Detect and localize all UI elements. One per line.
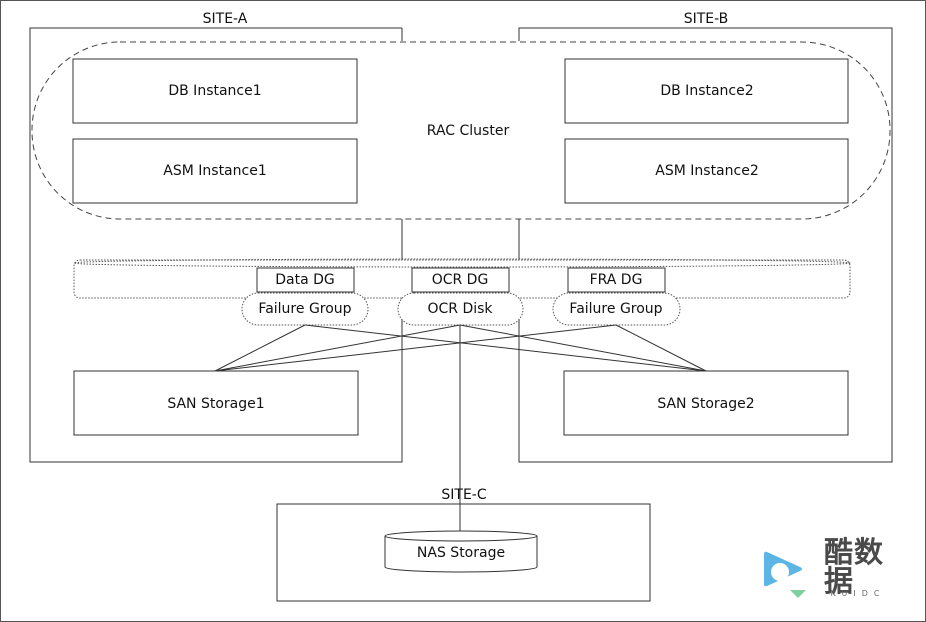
fra-dg-box	[567, 267, 666, 293]
rac-cluster-label: RAC Cluster	[426, 123, 510, 139]
asm-instance1-box	[72, 138, 358, 204]
site-a-box	[29, 27, 403, 463]
db-instance1-box	[72, 58, 358, 124]
asm-instance2-box	[564, 138, 849, 204]
san-storage2-box	[563, 370, 849, 436]
nas-storage-label: NAS Storage	[416, 545, 506, 561]
failure-group-left-pill	[241, 292, 369, 326]
site-b-box	[518, 27, 893, 463]
rac-cluster-boundary	[31, 41, 891, 220]
san-storage1-label: SAN Storage1	[167, 396, 265, 412]
san-storage1-box	[73, 370, 359, 436]
site-c-box	[276, 503, 651, 602]
site-a-label: SITE-A	[202, 11, 248, 27]
db-instance1-label: DB Instance1	[168, 83, 262, 99]
ocr-dg-label: OCR DG	[431, 272, 489, 288]
asm-instance1-label: ASM Instance1	[163, 163, 267, 179]
failure-group-left-label: Failure Group	[258, 301, 352, 317]
watermark-subtext: KUIDC	[830, 589, 886, 598]
site-c-label: SITE-C	[441, 487, 487, 503]
data-dg-label: Data DG	[275, 272, 335, 288]
san-storage2-label: SAN Storage2	[657, 396, 755, 412]
data-dg-box	[256, 267, 355, 293]
ocr-disk-label: OCR Disk	[427, 301, 493, 317]
cross-links	[214, 324, 707, 372]
db-instance2-box	[564, 58, 849, 124]
nas-storage-cylinder	[384, 536, 538, 573]
asm-instance2-label: ASM Instance2	[655, 163, 759, 179]
ocr-dg-box	[411, 267, 510, 293]
db-instance2-label: DB Instance2	[660, 83, 754, 99]
failure-group-right-label: Failure Group	[569, 301, 663, 317]
watermark-logo-icon	[764, 551, 806, 598]
fra-dg-label: FRA DG	[589, 272, 643, 288]
site-b-label: SITE-B	[683, 11, 729, 27]
watermark-text: 酷数据	[824, 535, 885, 598]
